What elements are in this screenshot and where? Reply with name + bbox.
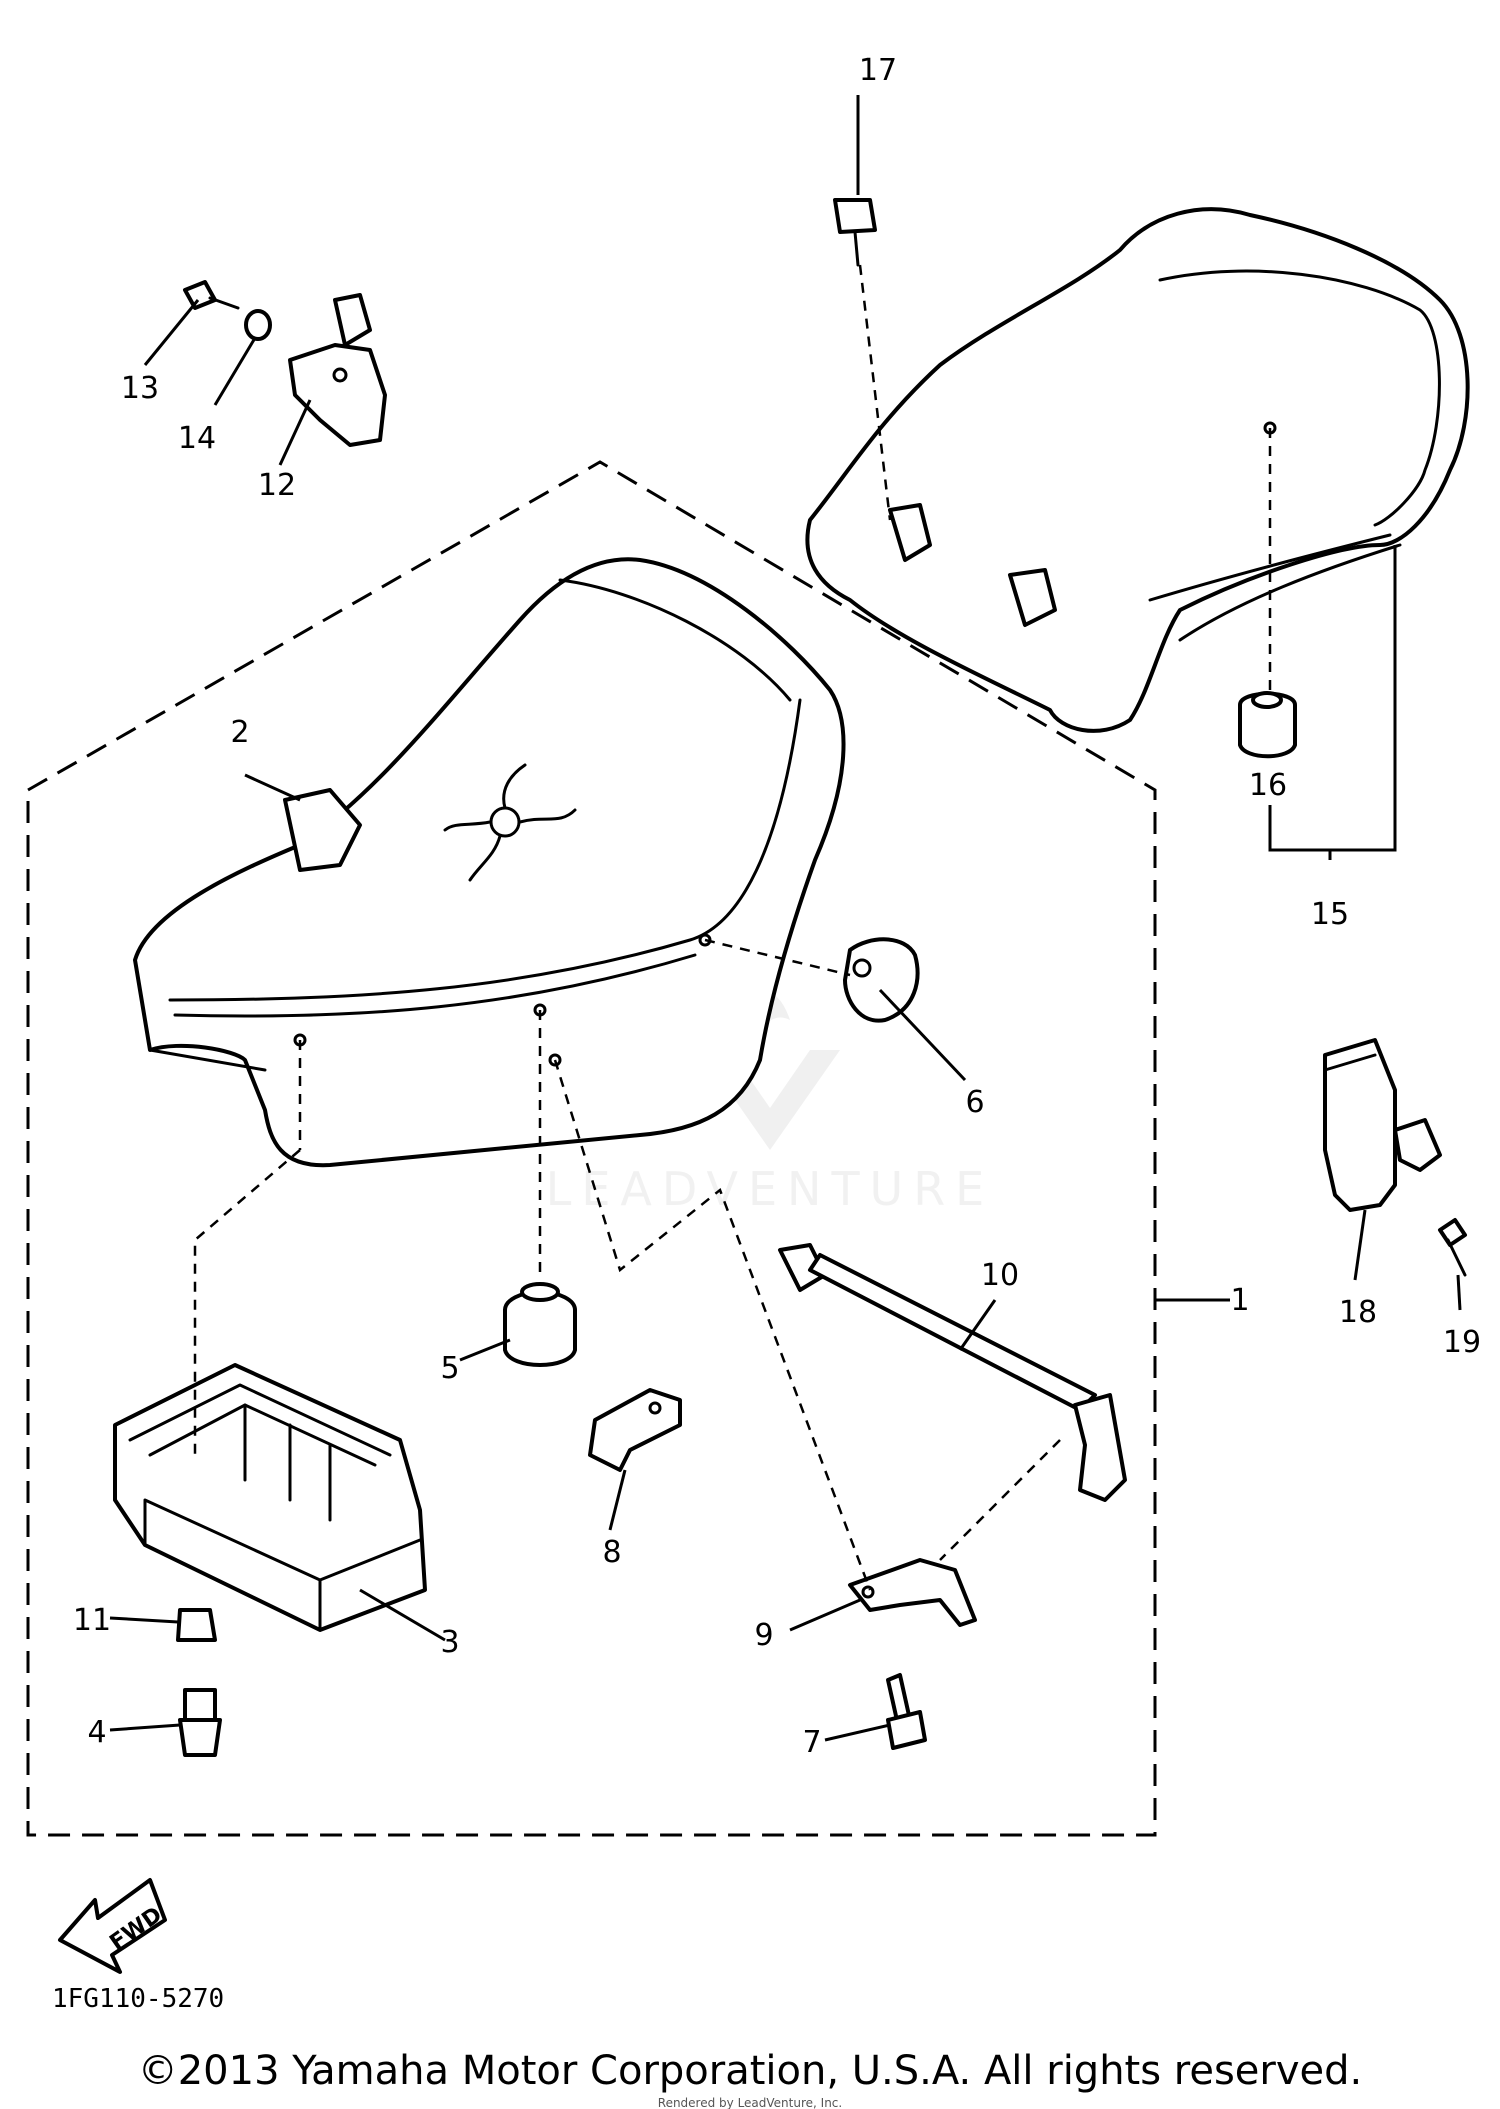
callout-12: 12 — [258, 468, 296, 503]
damper-5-illustration — [503, 1282, 577, 1367]
callout-19: 19 — [1443, 1325, 1481, 1360]
leader-15-bracket — [1268, 545, 1397, 852]
bolt-13-illustration — [183, 280, 240, 310]
copyright-notice: ©2013 Yamaha Motor Corporation, U.S.A. A… — [137, 2048, 1363, 2094]
bolt-4-illustration — [178, 1688, 222, 1757]
bracket-8-illustration — [588, 1388, 682, 1472]
callout-14: 14 — [178, 421, 216, 456]
bolt-7-illustration — [886, 1673, 927, 1750]
watermark-text: LEADVENTURE — [546, 1162, 995, 1216]
callout-3: 3 — [440, 1625, 459, 1660]
key-19-illustration — [1438, 1218, 1467, 1277]
leader-10 — [958, 1299, 997, 1351]
washer-14-illustration — [244, 309, 272, 341]
callout-1: 1 — [1230, 1283, 1249, 1318]
align-line-9 — [553, 1059, 872, 1591]
bracket-9-illustration — [848, 1558, 977, 1627]
leader-19 — [1456, 1274, 1462, 1311]
damper-6-illustration — [843, 937, 920, 1023]
diagram-code: 1FG110-5270 — [52, 1984, 225, 2014]
leader-7 — [824, 1723, 891, 1742]
leader-13 — [143, 299, 200, 366]
leader-6 — [878, 988, 967, 1082]
fwd-arrow-icon: FWD — [58, 1878, 167, 1974]
rear-seat-illustration — [805, 207, 1470, 733]
callout-4: 4 — [87, 1715, 106, 1750]
callout-15: 15 — [1311, 897, 1349, 932]
battery-box-illustration — [113, 1363, 427, 1632]
leader-12 — [278, 399, 312, 466]
seat-illustration — [133, 557, 846, 1168]
callout-8: 8 — [602, 1535, 621, 1570]
callout-7: 7 — [802, 1725, 821, 1760]
bolt-17-illustration — [833, 198, 877, 267]
callout-17: 17 — [859, 53, 897, 88]
align-line-6 — [704, 938, 851, 977]
callout-11: 11 — [73, 1603, 111, 1638]
callout-6: 6 — [965, 1085, 984, 1120]
callout-2: 2 — [230, 715, 249, 750]
assembly-boundary-1 — [26, 460, 1157, 1837]
leader-18 — [1353, 1209, 1367, 1281]
hinge-12-illustration — [288, 293, 387, 447]
callout-9: 9 — [754, 1618, 773, 1653]
rendered-by-credit: Rendered by LeadVenture, Inc. — [657, 2096, 843, 2109]
callout-18: 18 — [1339, 1295, 1377, 1330]
leader-5 — [459, 1338, 511, 1362]
leader-4 — [109, 1723, 181, 1732]
leader-11 — [109, 1616, 179, 1624]
callout-5: 5 — [440, 1351, 459, 1386]
align-line-10 — [939, 1439, 1061, 1561]
callout-13: 13 — [121, 371, 159, 406]
callout-10: 10 — [981, 1258, 1019, 1293]
leader-8 — [608, 1469, 627, 1531]
leader-2 — [244, 773, 301, 802]
stay-10-illustration — [778, 1243, 1127, 1502]
leader-3 — [359, 1588, 446, 1642]
grommet-11-illustration — [176, 1608, 217, 1642]
leader-14 — [213, 337, 257, 406]
leader-9 — [789, 1598, 861, 1632]
align-line-17 — [858, 264, 892, 521]
damper-16-illustration — [1238, 691, 1297, 759]
seat-lock-18-illustration — [1323, 1038, 1442, 1212]
callout-16: 16 — [1249, 768, 1287, 803]
